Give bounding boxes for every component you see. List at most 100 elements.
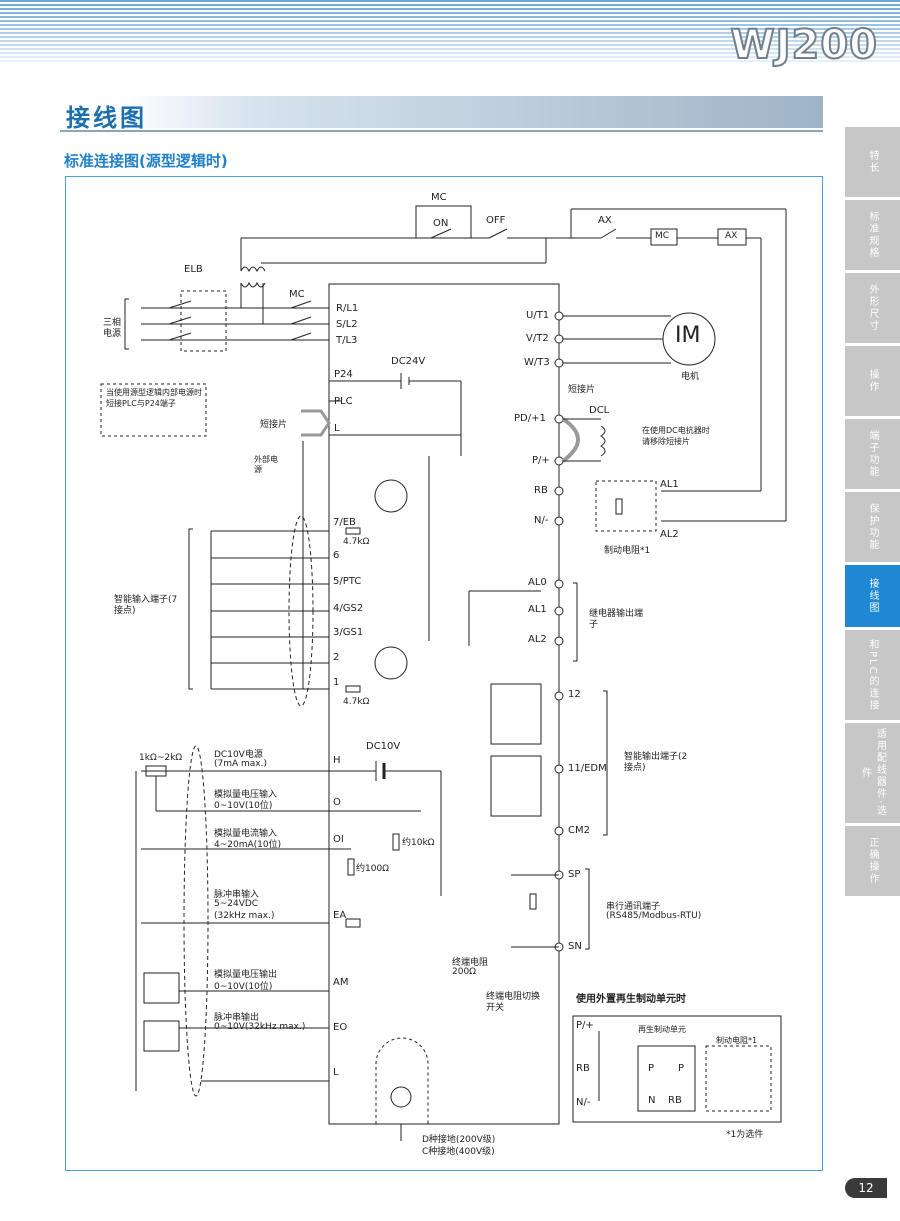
label-t3: 3/GS1 bbox=[333, 627, 364, 638]
label-t1: 1 bbox=[333, 677, 340, 688]
label-cm2: CM2 bbox=[568, 825, 590, 836]
label-off: OFF bbox=[486, 215, 506, 226]
header-stripe bbox=[0, 40, 900, 42]
label-br-unit: 再生制动单元 bbox=[638, 1025, 686, 1034]
tab-options[interactable]: 适用配线器件·选件 bbox=[845, 720, 900, 823]
label-t12: 12 bbox=[568, 689, 581, 700]
label-t6: 6 bbox=[333, 550, 340, 561]
label-ao: 模拟量电压输出 bbox=[214, 970, 278, 980]
footnote: *1为选件 bbox=[726, 1130, 764, 1140]
label-p24: P24 bbox=[334, 369, 353, 380]
header-stripe bbox=[0, 12, 900, 14]
tab-specs[interactable]: 标准规格 bbox=[845, 197, 900, 270]
tab-features[interactable]: 特长 bbox=[845, 124, 900, 197]
tab-correct-use[interactable]: 正确操作 bbox=[845, 823, 900, 896]
label-vt2: V/T2 bbox=[526, 333, 549, 344]
label-br-pp: P/+ bbox=[576, 1020, 594, 1031]
label-im: IM bbox=[675, 323, 701, 348]
brake-resistor-box bbox=[595, 480, 657, 532]
label-t11: 11/EDM bbox=[568, 763, 607, 774]
label-on: ON bbox=[433, 218, 449, 229]
label-tl3: T/L3 bbox=[336, 335, 358, 346]
label-l: L bbox=[334, 423, 340, 434]
label-wt3: W/T3 bbox=[524, 357, 550, 368]
label-br-n: N bbox=[648, 1095, 656, 1106]
ax-coil-box bbox=[717, 228, 747, 246]
label-al1: AL1 bbox=[528, 604, 547, 615]
label-al1-dc: AL1 bbox=[660, 479, 679, 490]
diagram-panel: MC ON OFF AX MC AX ELB MC 三相电源 R/L1 S/L2… bbox=[65, 176, 823, 1171]
label-po: 脉冲串输出 bbox=[214, 1013, 260, 1023]
label-external-power: 外部电源 bbox=[254, 455, 278, 474]
label-oi: OI bbox=[333, 834, 344, 845]
label-br-rb2: RB bbox=[668, 1095, 682, 1106]
label-i-in: 模拟量电流输入 bbox=[214, 829, 278, 839]
label-pulse-in: 脉冲串输入 bbox=[214, 890, 260, 900]
label-v-in: 模拟量电压输入 bbox=[214, 790, 278, 800]
label-rl1: R/L1 bbox=[336, 303, 359, 314]
product-logo: WJ200 bbox=[730, 21, 878, 69]
analog-meter-2 bbox=[143, 1020, 180, 1052]
label-al0: AL0 bbox=[528, 577, 547, 588]
note-source-box bbox=[100, 383, 207, 437]
label-pp: P/+ bbox=[532, 455, 550, 466]
label-dcl: DCL bbox=[589, 405, 610, 416]
label-term: 终端电阻 bbox=[452, 958, 489, 968]
label-mc: MC bbox=[431, 192, 447, 203]
header-stripe bbox=[0, 52, 900, 54]
label-br-res: 制动电阻*1 bbox=[716, 1036, 758, 1045]
header-stripe bbox=[0, 0, 900, 2]
header-stripe bbox=[0, 4, 900, 6]
tab-protection[interactable]: 保护功能 bbox=[845, 489, 900, 562]
label-al2: AL2 bbox=[528, 634, 547, 645]
label-l-analog: L bbox=[333, 1067, 339, 1078]
tab-wiring[interactable]: 接线图 bbox=[845, 562, 900, 627]
label-comm: 串行通讯端子 bbox=[606, 902, 661, 912]
tab-dimensions[interactable]: 外形尺寸 bbox=[845, 270, 900, 343]
label-h: H bbox=[333, 755, 341, 766]
elb-box bbox=[180, 290, 227, 352]
label-t5: 5/PTC bbox=[333, 576, 362, 587]
header-stripe bbox=[0, 56, 900, 58]
label-pulse-f: (32kHz max.) bbox=[214, 911, 275, 921]
label-am: AM bbox=[333, 977, 349, 988]
label-v-range: 0~10V(10位) bbox=[214, 801, 273, 811]
label-ea: EA bbox=[333, 910, 347, 921]
label-nm: N/- bbox=[534, 515, 549, 526]
label-br-p2: P bbox=[678, 1063, 685, 1074]
label-brake-resistor: 制动电阻*1 bbox=[604, 546, 651, 556]
motor-symbol bbox=[662, 312, 716, 366]
header-stripe bbox=[0, 16, 900, 18]
label-al2-dc: AL2 bbox=[660, 529, 679, 540]
header-stripe bbox=[0, 60, 900, 62]
label-inputs: 智能输入端子(7接点) bbox=[114, 595, 178, 616]
label-r100: 约100Ω bbox=[356, 864, 390, 874]
label-r10k: 约10kΩ bbox=[402, 838, 435, 848]
label-dc10v: DC10V bbox=[366, 741, 401, 752]
tab-operation[interactable]: 操作 bbox=[845, 343, 900, 416]
label-r2: 4.7kΩ bbox=[343, 697, 370, 707]
label-note-dcl: 在使用DC电抗器时请移除短接片 bbox=[642, 426, 710, 446]
mc-on-box bbox=[415, 205, 472, 239]
mc-coil-box bbox=[650, 228, 678, 246]
label-outputs: 智能输出端子(2接点) bbox=[624, 752, 688, 773]
wiring-diagram bbox=[100, 205, 787, 1141]
label-po-range: 0~10V(32kHz max.) bbox=[214, 1022, 306, 1032]
header-stripe bbox=[0, 32, 900, 34]
label-br-p: P bbox=[648, 1063, 655, 1074]
label-note-source: 当使用源型逻辑内部电源时短接PLC与P24端子 bbox=[106, 388, 202, 408]
label-dc10v-power: DC10V电源 bbox=[214, 750, 263, 760]
tab-terminals[interactable]: 端子功能 bbox=[845, 416, 900, 489]
label-mc-box: MC bbox=[655, 231, 670, 241]
header-stripe bbox=[0, 8, 900, 10]
tab-plc[interactable]: 和PLC的连接 bbox=[845, 627, 900, 720]
header-stripes bbox=[0, 0, 900, 70]
label-t4: 4/GS2 bbox=[333, 603, 364, 614]
label-supply: 三相电源 bbox=[103, 318, 122, 339]
sidebar-nav: 特长 标准规格 外形尺寸 操作 端子功能 保护功能 接线图 和PLC的连接 适用… bbox=[845, 124, 900, 896]
label-mc2: MC bbox=[289, 289, 305, 300]
label-ground-c: C种接地(400V级) bbox=[422, 1147, 495, 1157]
label-jumper-2: 短接片 bbox=[568, 385, 596, 395]
label-i-range: 4~20mA(10位) bbox=[214, 840, 282, 850]
label-ax-box: AX bbox=[725, 231, 738, 241]
